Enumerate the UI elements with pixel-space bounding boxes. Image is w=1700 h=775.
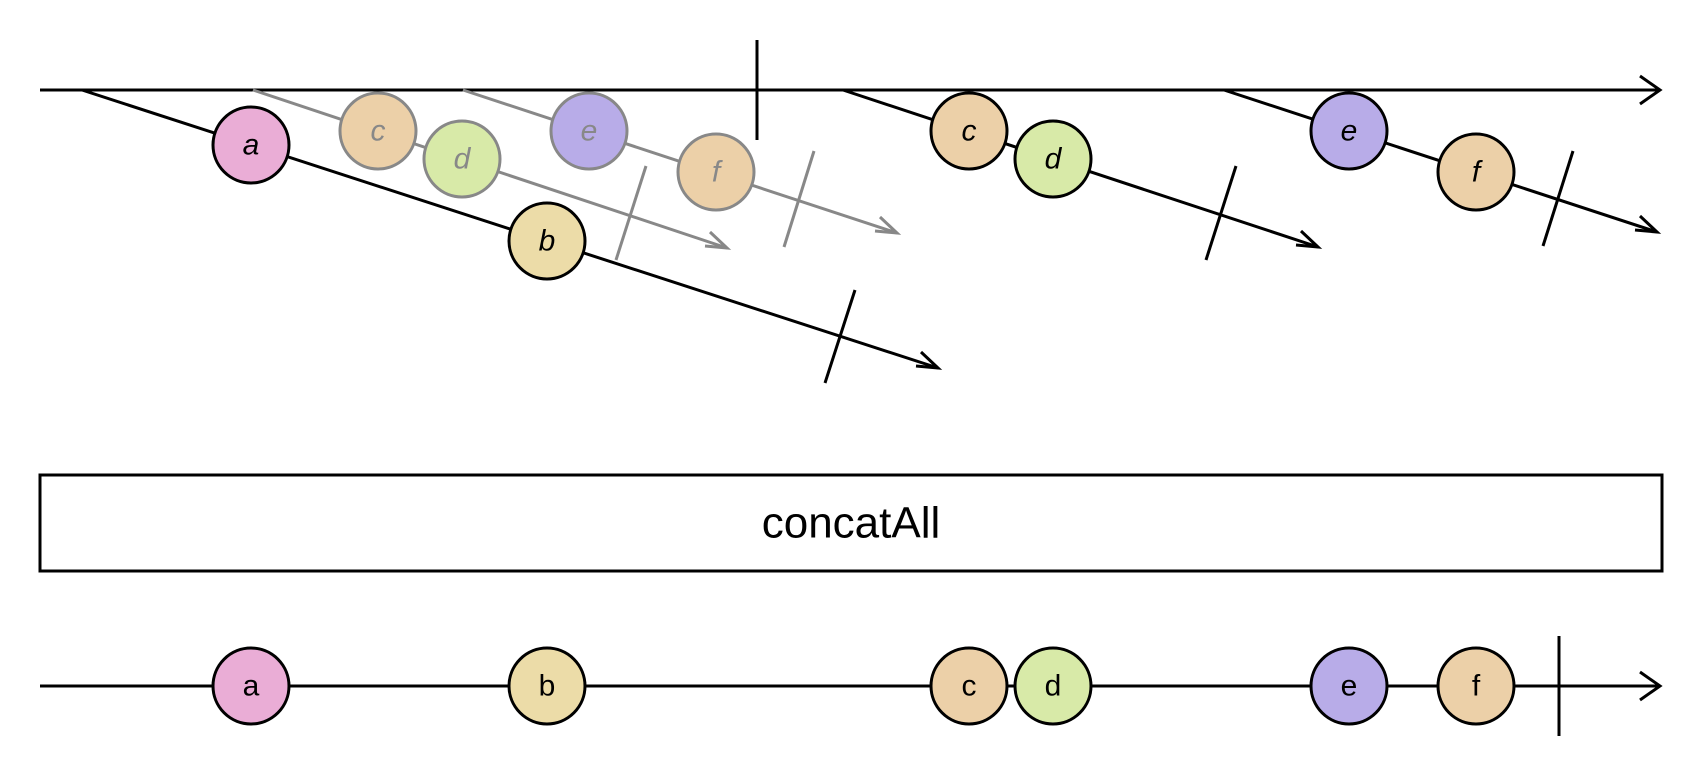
source-timeline <box>40 40 1663 140</box>
marble-a: a <box>211 105 291 185</box>
ghost-marble-f-label: f <box>712 156 723 189</box>
marble-a-label: a <box>243 129 260 162</box>
output-marble-b: b <box>507 646 587 726</box>
marble-e: e <box>1309 91 1389 171</box>
inner-observable-a: a b <box>81 88 943 384</box>
inner-c-complete-marker <box>1541 150 1575 247</box>
ghost-marble-e-label: e <box>581 115 598 148</box>
output-marble-f-label: f <box>1472 670 1481 703</box>
ghost-marble-c-label: c <box>371 115 386 148</box>
output-marble-e: e <box>1309 646 1389 726</box>
marble-b: b <box>507 201 587 281</box>
marble-e-label: e <box>1341 115 1358 148</box>
operator-box: concatAll <box>38 473 1664 573</box>
inner-observable-ghost-1: c d <box>252 88 732 261</box>
output-timeline: a b c d e f <box>40 636 1663 736</box>
inner-observable-ghost-2: e f <box>462 88 902 248</box>
output-marble-f: f <box>1436 646 1516 726</box>
inner-b-complete-marker <box>1204 165 1238 261</box>
marble-d: d <box>1013 119 1093 199</box>
marble-f: f <box>1436 132 1516 212</box>
ghost-marble-d-label: d <box>454 143 472 176</box>
operator-label: concatAll <box>762 499 941 548</box>
output-marble-c-label: c <box>962 670 977 703</box>
ghost-2-complete-marker <box>782 150 816 248</box>
inner-observable-b: c d <box>842 88 1323 261</box>
inner-a-complete-marker <box>823 289 857 384</box>
output-marble-a: a <box>211 646 291 726</box>
output-marble-c: c <box>929 646 1009 726</box>
marble-b-label: b <box>539 225 556 258</box>
marble-d-label: d <box>1045 143 1063 176</box>
marble-c: c <box>929 91 1009 171</box>
output-marble-d: d <box>1013 646 1093 726</box>
output-marble-b-label: b <box>539 670 556 703</box>
ghost-marble-e: e <box>549 91 629 171</box>
inner-observable-c: e f <box>1223 88 1662 247</box>
ghost-marble-c: c <box>338 91 418 171</box>
ghost-marble-f: f <box>676 132 756 212</box>
output-marble-d-label: d <box>1045 670 1062 703</box>
marble-f-label: f <box>1472 156 1483 189</box>
ghost-marble-d: d <box>422 119 502 199</box>
output-marble-a-label: a <box>243 670 260 703</box>
output-marble-e-label: e <box>1341 670 1358 703</box>
marble-c-label: c <box>962 115 977 148</box>
ghost-1-complete-marker <box>614 165 648 261</box>
